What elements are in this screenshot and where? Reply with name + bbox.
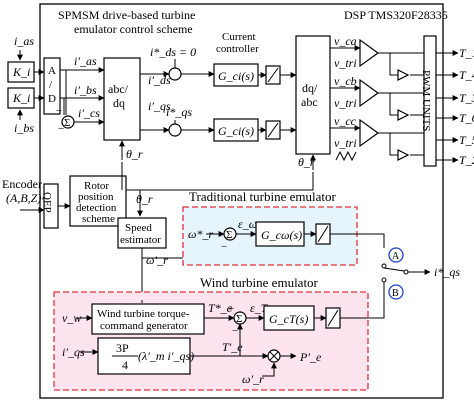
torque-den: 4 — [122, 358, 128, 372]
out-T5: T_5 — [459, 133, 474, 147]
label-iqs-p: i′_qs — [148, 99, 171, 113]
label-ias-p: i′_as — [74, 54, 97, 68]
abc-dq-block — [103, 57, 141, 141]
wtg-label-2: command generator — [100, 320, 188, 332]
rotor-label: Rotor — [84, 180, 109, 192]
label-iqs-out: i*_qs — [434, 265, 460, 279]
sum-ics-minus: − — [56, 105, 62, 117]
label-encoder-2: (A,B,Z) — [6, 191, 41, 205]
label-theta-r-2: θ_r — [298, 155, 315, 169]
switch-a[interactable] — [388, 247, 404, 263]
sum-torque-minus: − — [232, 325, 238, 337]
label-current-controller-2: controller — [216, 43, 259, 55]
sum-speed-minus: − — [221, 241, 227, 253]
label-ibs-p: i′_bs — [74, 83, 97, 97]
ki-b-label: K_i — [12, 91, 30, 105]
dq-abc-label: dq/ — [302, 81, 318, 95]
label-theta-r-3: θ_r — [136, 192, 153, 206]
title-left-2: emulator control scheme — [74, 22, 193, 36]
torque-command-generator — [91, 303, 205, 335]
abc-dq-label: abc/ — [108, 82, 129, 96]
sum-iqs — [168, 123, 182, 137]
rotor-label-4: scheme — [82, 213, 115, 225]
label-ics-p: i′_cs — [78, 106, 100, 120]
switch-b-label: B — [392, 288, 399, 299]
gcw-block — [255, 221, 305, 247]
sum-ids — [168, 67, 182, 81]
dq-abc-block — [295, 35, 331, 155]
sum-ics-minus-2: − — [58, 123, 64, 135]
qep-label: QEP — [41, 192, 53, 213]
label-ias: i_as — [14, 34, 34, 48]
out-T2: T_2 — [459, 153, 474, 167]
sum-torque-sym: Σ — [236, 313, 242, 325]
label-vcc: v_cc — [334, 114, 357, 128]
title-right: DSP TMS320F28335 — [344, 8, 448, 22]
gct-label: G_cT(s) — [269, 312, 308, 326]
ki-a-label: K_i — [12, 65, 30, 79]
label-vw: v_w — [62, 311, 81, 325]
rotor-label-2: position — [78, 191, 114, 203]
comparator-c — [359, 118, 380, 148]
rotor-label-3: detection — [76, 202, 117, 214]
label-vtri-3: v_tri — [334, 136, 357, 150]
abc-dq-label-2: dq — [113, 96, 125, 110]
label-vcb: v_cb — [334, 74, 357, 88]
label-omega-r-p: ω′_r — [146, 253, 168, 267]
torque-num: 3P — [116, 341, 129, 355]
ad-a: A — [48, 65, 56, 77]
inverter-b — [397, 109, 410, 121]
inverter-a — [397, 69, 410, 81]
sum-speed-sym: Σ — [226, 229, 232, 241]
gcw-label: G_cω(s) — [261, 228, 302, 242]
out-T4: T_4 — [459, 68, 474, 82]
label-theta-r-1: θ_r — [126, 147, 143, 161]
traditional-title: Traditional turbine emulator — [189, 189, 336, 204]
label-ids-star: i*_ds = 0 — [150, 45, 196, 59]
label-iqs-in: i′_qs — [62, 345, 85, 359]
label-ibs: i_bs — [14, 121, 34, 135]
label-current-controller: Current — [222, 31, 256, 43]
label-omega-r-p2: ω′_r — [242, 372, 264, 386]
title-left: SPMSM drive-based turbine — [58, 8, 195, 22]
dq-abc-label-2: abc — [301, 95, 318, 109]
label-vtri-1: v_tri — [334, 56, 357, 70]
label-vca: v_ca — [334, 34, 357, 48]
comparator-b — [359, 78, 380, 108]
dsp-frame — [39, 3, 444, 399]
label-ids-p: i′_ds — [148, 73, 171, 87]
torque-expr: (λ′_m i′_qs) — [138, 349, 194, 363]
switch-a-label: A — [392, 251, 400, 262]
label-eps-omega: ε_ω — [238, 217, 257, 231]
triangle-wave — [335, 150, 357, 162]
label-pe-p: P′_e — [299, 350, 322, 364]
ad-d: D — [48, 93, 56, 105]
out-T3: T_3 — [459, 91, 474, 105]
pwm-units — [423, 35, 437, 167]
switch-b[interactable] — [388, 284, 404, 300]
label-te-p: T′_e — [222, 340, 243, 354]
gci-d-label: G_ci(s) — [218, 69, 254, 83]
sum-torque-plus: + — [228, 303, 234, 315]
label-te-star: T*_e — [208, 301, 233, 315]
rotor-position-block — [69, 175, 127, 227]
label-iqs-star: i*_qs — [166, 105, 192, 119]
out-T6: T_6 — [459, 111, 474, 125]
speed-label-2: estimator — [120, 234, 161, 246]
label-vtri-2: v_tri — [334, 96, 357, 110]
speed-label: Speed — [125, 222, 152, 234]
wtg-label: Wind turbine torque- — [97, 308, 190, 320]
sum-ics-sym: Σ — [64, 117, 70, 129]
ad-slash: / — [49, 79, 53, 91]
wind-title: Wind turbine emulator — [200, 275, 319, 290]
label-encoder: Encoder — [2, 177, 42, 191]
inverter-c — [397, 149, 410, 161]
ad-converter — [43, 57, 61, 115]
label-omega-star: ω*_r — [188, 227, 213, 241]
out-T1: T_1 — [459, 46, 474, 60]
comparator-a — [359, 38, 380, 68]
gci-q-label: G_ci(s) — [218, 124, 254, 138]
pwm-label: PWM UNITS — [420, 70, 432, 131]
